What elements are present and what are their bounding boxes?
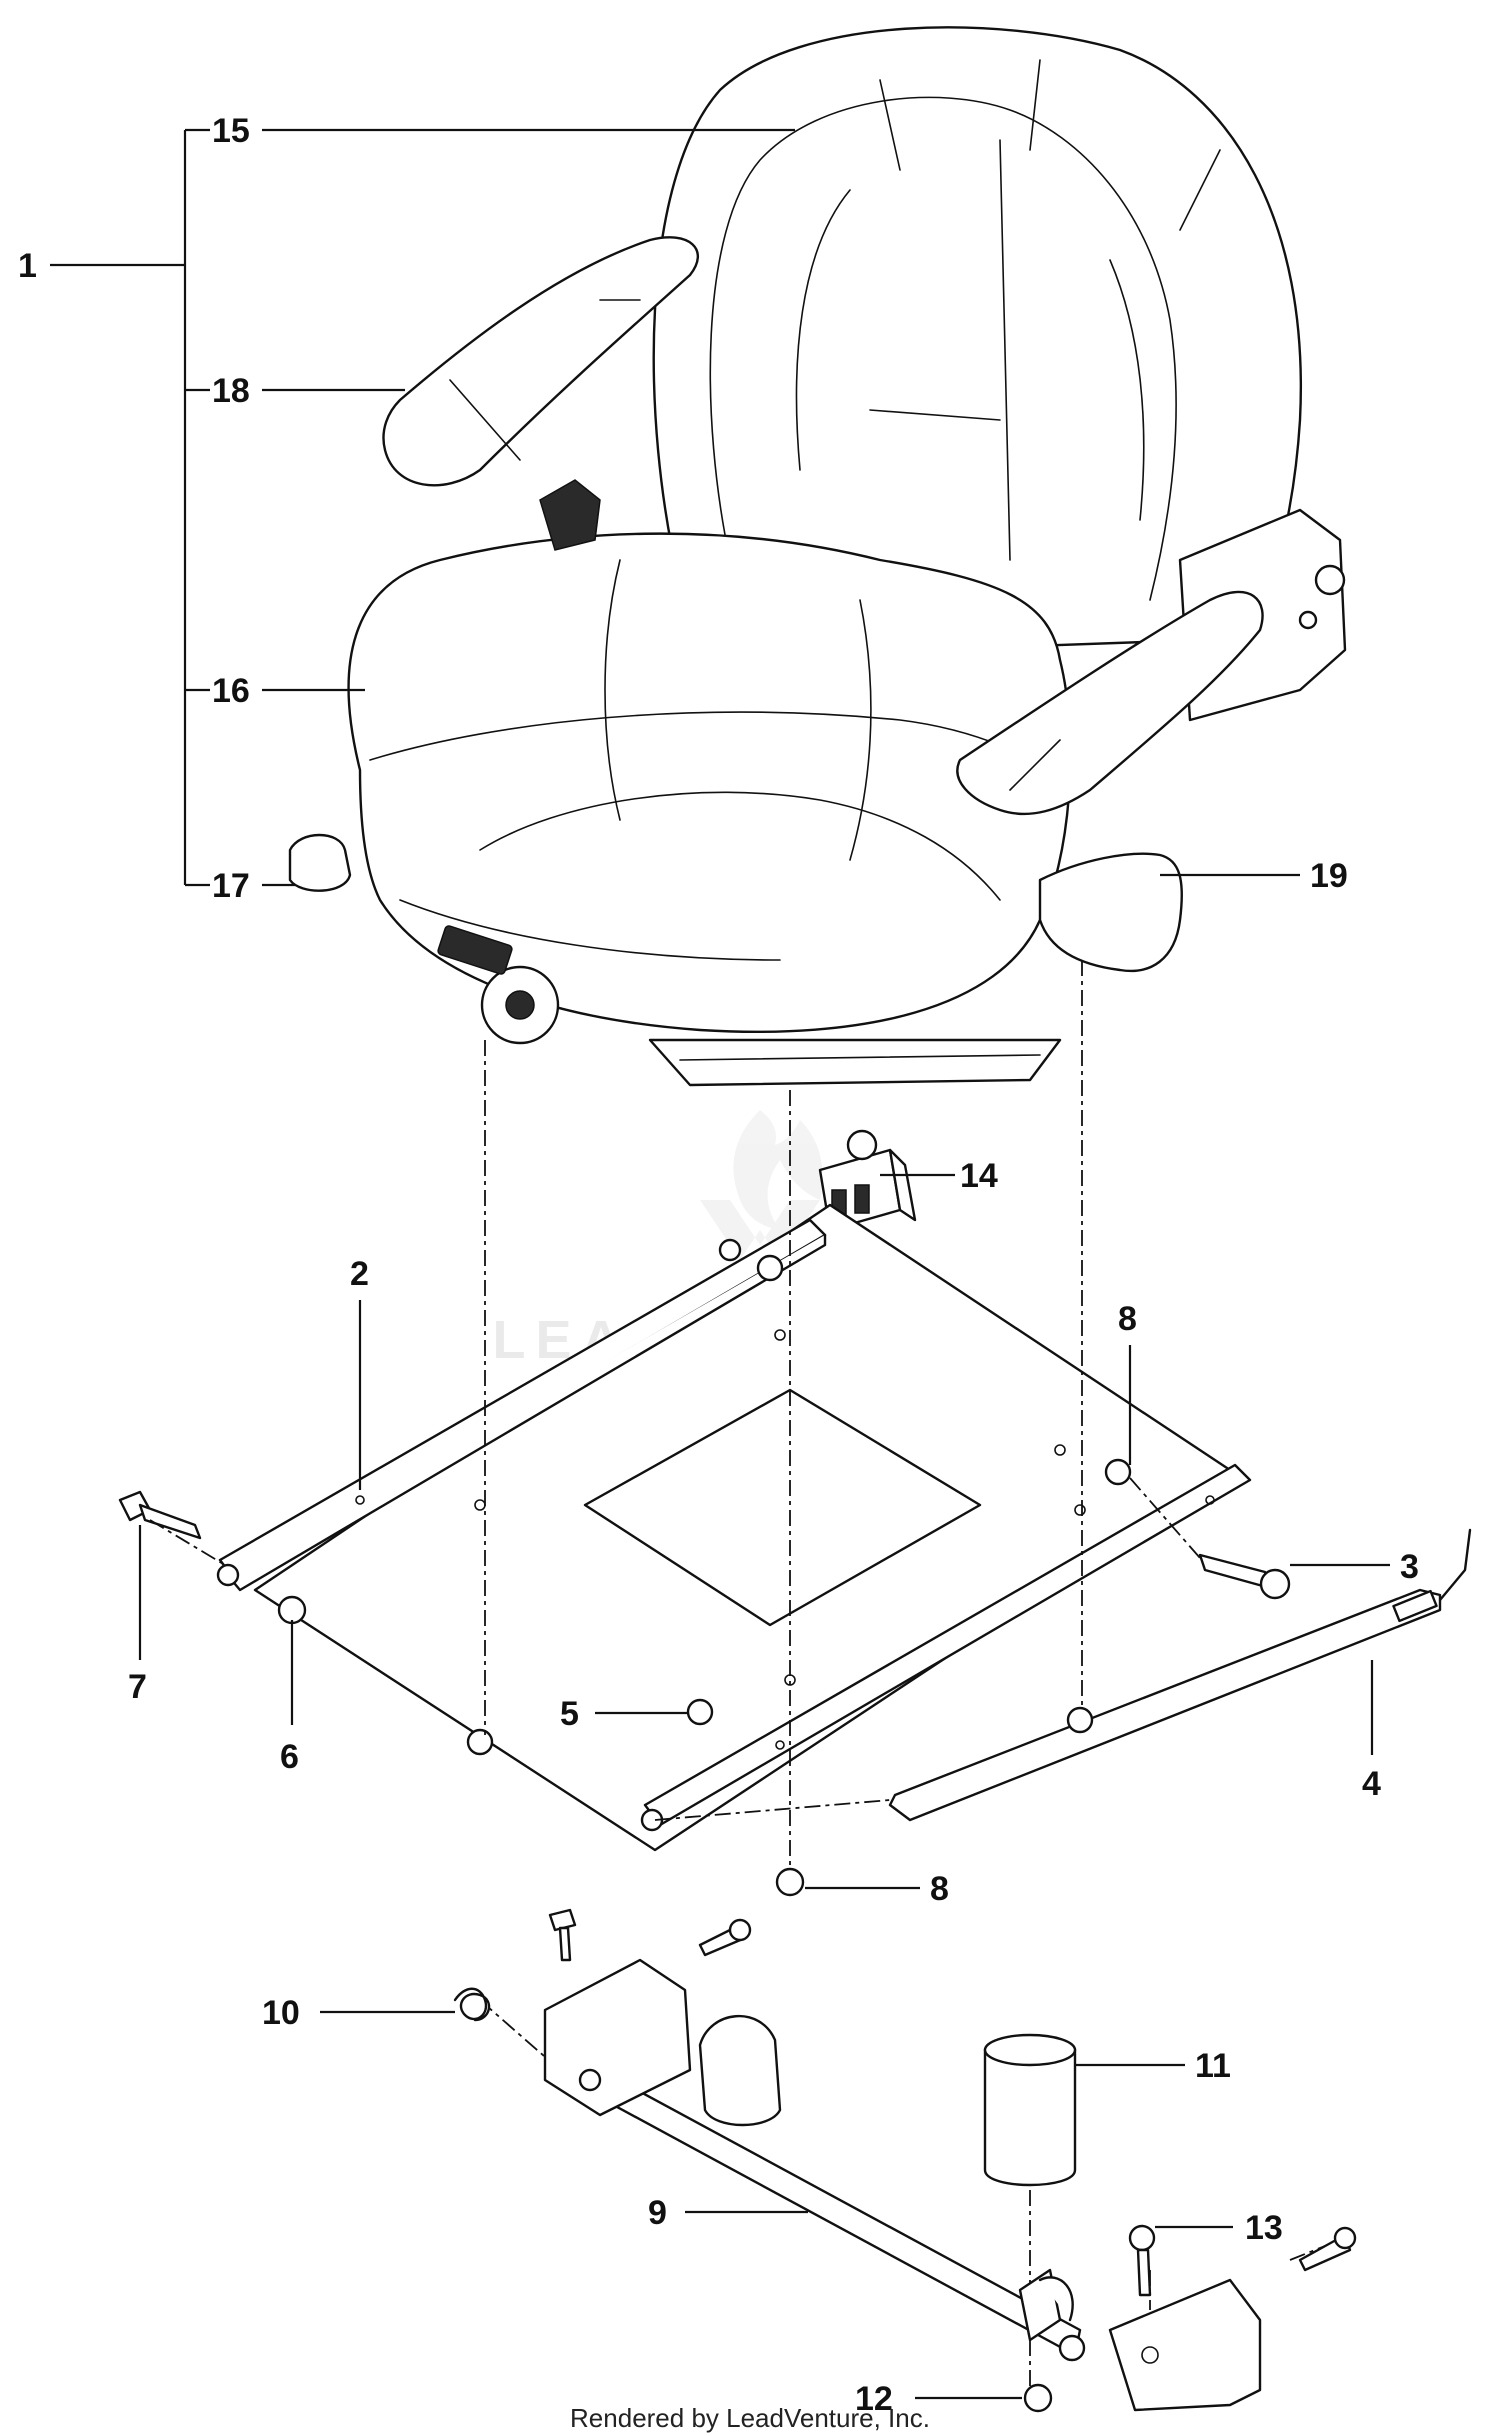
callout-3: 3 [1400, 1548, 1419, 1586]
callout-15: 15 [212, 112, 250, 150]
callout-18: 18 [212, 372, 250, 410]
bolt-bracket-1 [548, 1908, 577, 1962]
washer-5 [686, 1698, 714, 1726]
callout-7: 7 [128, 1668, 147, 1706]
nut-8-top [1104, 1458, 1132, 1486]
callout-8-bottom: 8 [930, 1870, 949, 1908]
callout-10: 10 [262, 1994, 300, 2032]
callout-17: 17 [212, 867, 250, 905]
callout-4: 4 [1362, 1765, 1381, 1803]
callout-16: 16 [212, 672, 250, 710]
callout-13: 13 [1245, 2209, 1283, 2247]
seat-rail-right [640, 1463, 1252, 1832]
leader-lines [50, 128, 1390, 2400]
callout-12: 12 [855, 2380, 893, 2418]
weight-11 [983, 2033, 1077, 2187]
switch-bracket-shaft [543, 1958, 1262, 2412]
bolt-bracket-2 [698, 1918, 752, 1957]
callout-11: 11 [1195, 2047, 1231, 2085]
nut-plate-3 [756, 1254, 784, 1282]
callout-labels: 1 15 18 16 17 19 14 2 8 3 7 6 5 4 8 10 1… [18, 112, 1419, 2418]
bolt-bracket-3 [1298, 2226, 1357, 2272]
callout-9: 9 [648, 2194, 667, 2232]
credit-text: Rendered by LeadVenture, Inc. [570, 2403, 930, 2433]
bolt-13 [1128, 2224, 1156, 2297]
bolt-7 [118, 1490, 202, 1540]
seat-adjust-rod [888, 1588, 1442, 1822]
seat-rail-left [216, 1218, 827, 1592]
callout-2: 2 [350, 1255, 369, 1293]
callout-14: 14 [960, 1157, 998, 1195]
alignment-lines [149, 960, 1341, 2390]
spring-10 [453, 1987, 491, 2022]
bolt-3 [1198, 1553, 1291, 1600]
callout-5: 5 [560, 1695, 579, 1733]
callout-1: 1 [18, 247, 37, 285]
nut-6 [277, 1595, 307, 1625]
seat [288, 26, 1347, 1087]
callout-6: 6 [280, 1738, 299, 1776]
nut-plate-1 [466, 1728, 494, 1756]
nut-plate-2 [1066, 1706, 1094, 1734]
nut-plate-4 [718, 1238, 742, 1262]
callout-19: 19 [1310, 857, 1348, 895]
callout-8-top: 8 [1118, 1300, 1137, 1338]
nut-8-bottom [775, 1867, 805, 1897]
nut-12 [1023, 2383, 1053, 2413]
seat-adjust-knob [437, 925, 560, 1045]
